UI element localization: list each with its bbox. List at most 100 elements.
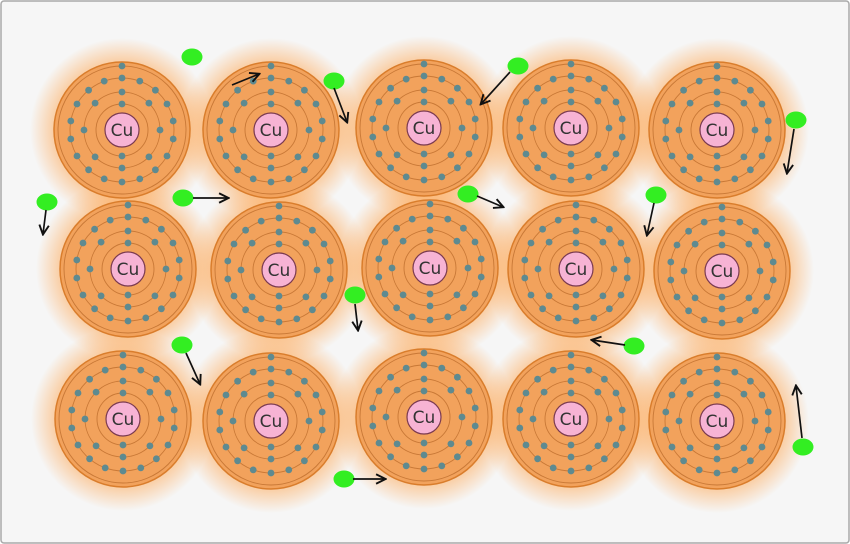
bound-electron: [294, 444, 302, 452]
bound-electron: [662, 117, 670, 125]
bound-electron: [74, 389, 82, 397]
bound-electron: [382, 413, 390, 421]
bound-electron: [585, 366, 593, 374]
bound-electron: [617, 239, 625, 247]
bound-electron: [447, 151, 455, 159]
bound-electron: [267, 365, 275, 373]
nucleus: [110, 251, 146, 287]
bound-electron: [718, 241, 726, 249]
bound-electron: [731, 368, 739, 376]
bound-electron: [118, 100, 126, 108]
bound-electron: [67, 117, 75, 125]
bound-electron: [585, 464, 593, 472]
drift-arrow: [185, 352, 200, 384]
bound-electron: [388, 264, 396, 272]
bound-electron: [73, 152, 81, 160]
bound-electron: [222, 391, 230, 399]
bound-electron: [477, 255, 485, 263]
bound-electron: [163, 100, 171, 108]
atom-label: Cu: [560, 119, 583, 139]
bound-electron: [572, 317, 580, 325]
bound-electron: [522, 150, 530, 158]
bound-electron: [618, 115, 626, 123]
bound-electron: [554, 314, 562, 322]
bound-electron: [375, 439, 383, 447]
bound-electron: [747, 457, 754, 465]
bound-electron: [601, 375, 608, 383]
bound-electron: [426, 212, 434, 220]
bound-electron: [119, 377, 127, 385]
bound-electron: [267, 178, 275, 186]
bound-electron: [275, 292, 283, 300]
bound-electron: [516, 115, 524, 123]
atom-label: Cu: [706, 121, 729, 141]
bound-electron: [402, 462, 410, 470]
bound-electron: [572, 239, 580, 247]
nucleus: [105, 401, 141, 437]
bound-electron: [572, 201, 580, 209]
bound-electron: [91, 153, 99, 161]
atom-label: Cu: [112, 410, 135, 430]
bound-electron: [426, 200, 434, 208]
bound-electron: [471, 404, 479, 412]
bound-electron: [695, 368, 703, 376]
bound-electron: [118, 164, 126, 172]
bound-electron: [312, 100, 320, 108]
bound-electron: [662, 426, 670, 434]
atom-label: Cu: [413, 119, 436, 139]
bound-electron: [686, 390, 694, 398]
bound-electron: [567, 467, 575, 475]
bound-electron: [740, 153, 748, 161]
bound-electron: [101, 464, 109, 472]
bound-electron: [146, 442, 154, 450]
copper-atom: Cu: [202, 352, 340, 490]
bound-electron: [691, 294, 699, 302]
bound-electron: [124, 303, 132, 311]
bound-electron: [267, 455, 275, 463]
bound-electron: [375, 150, 383, 158]
bound-electron: [447, 440, 455, 448]
bound-electron: [438, 173, 446, 181]
copper-atom: Cu: [355, 348, 493, 486]
bound-electron: [387, 373, 394, 381]
bound-electron: [718, 229, 726, 237]
bound-electron: [549, 366, 557, 374]
bound-electron: [399, 237, 407, 245]
bound-electron: [460, 304, 467, 312]
bound-electron: [230, 240, 238, 248]
bound-electron: [464, 264, 472, 272]
bound-electron: [267, 164, 275, 172]
bound-electron: [516, 133, 524, 141]
bound-electron: [554, 216, 562, 224]
bound-electron: [617, 291, 625, 299]
bound-electron: [285, 77, 293, 85]
bound-electron: [667, 258, 675, 266]
bound-electron: [124, 213, 132, 221]
bound-electron: [267, 443, 275, 451]
bound-electron: [612, 150, 620, 158]
bound-electron: [91, 99, 99, 107]
bound-electron: [769, 276, 777, 284]
bound-electron: [142, 314, 150, 322]
free-electron: [792, 438, 814, 456]
bound-electron: [731, 175, 739, 183]
bound-electron: [80, 126, 88, 134]
bound-electron: [92, 388, 100, 396]
bound-electron: [713, 443, 721, 451]
bound-electron: [420, 451, 428, 459]
bound-electron: [156, 126, 164, 134]
copper-atom: Cu: [54, 350, 192, 488]
drift-arrow: [231, 74, 259, 86]
bound-electron: [118, 88, 126, 96]
bound-electron: [549, 75, 557, 83]
nucleus: [704, 253, 740, 289]
bound-electron: [162, 265, 170, 273]
bound-electron: [736, 316, 744, 324]
bound-electron: [309, 226, 316, 234]
bound-electron: [764, 408, 772, 416]
bound-electron: [275, 304, 283, 312]
bound-electron: [460, 224, 467, 232]
nucleus: [261, 252, 297, 288]
bound-electron: [713, 178, 721, 186]
bound-electron: [222, 152, 230, 160]
